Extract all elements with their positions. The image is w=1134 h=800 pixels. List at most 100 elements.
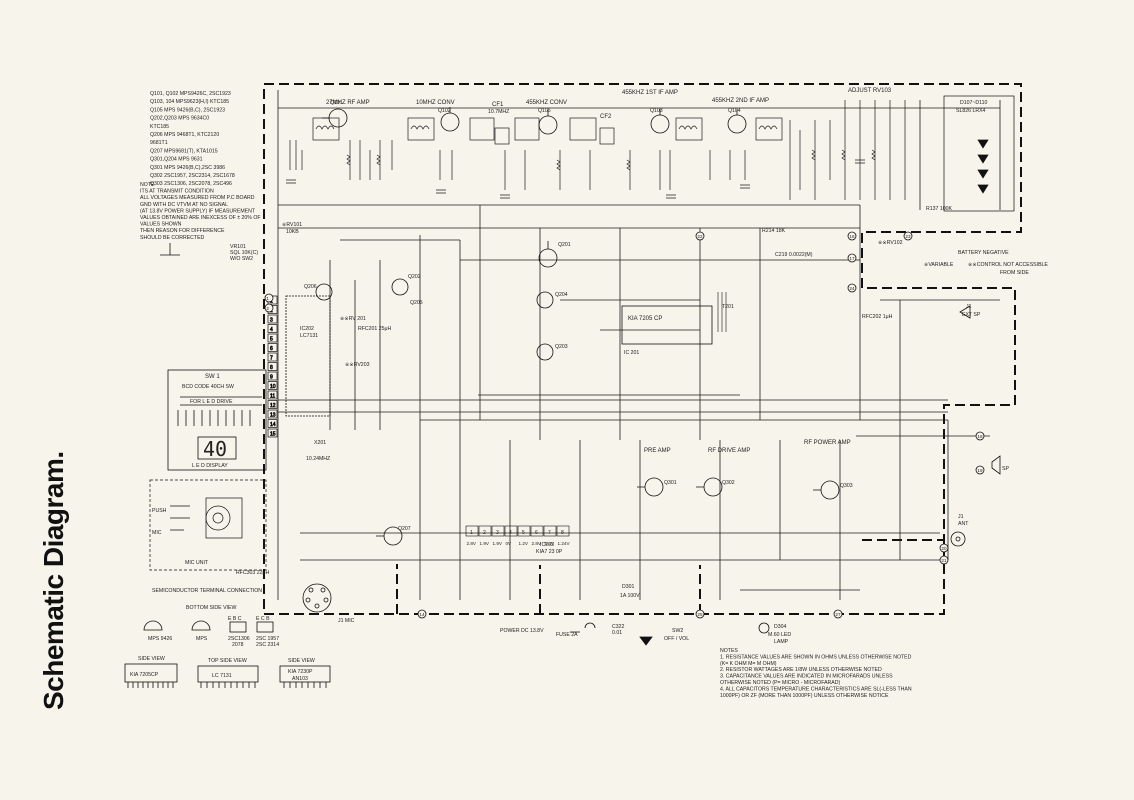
- connector-pin-number: 8: [270, 365, 273, 371]
- stage-rf-power-label: RF POWER AMP: [804, 440, 851, 446]
- mic-label: MIC: [152, 530, 162, 536]
- terminal-circle: [417, 609, 427, 619]
- connector-pin-number: 6: [270, 346, 273, 352]
- ic203-pin: [530, 525, 544, 537]
- measurement-note-line: VALUES OBTAINED ARE INEXCESS OF ± 20% OF: [140, 215, 261, 221]
- stage-conv1-label: 10MHZ CONV: [416, 100, 455, 106]
- package-4-label: 2SC 1957: [256, 636, 279, 642]
- measurement-note-line: (AT 13.8V POWER SUPPLY) IF MEASUREMENT: [140, 208, 256, 214]
- connector-pin: [267, 409, 278, 419]
- ic203-pin-voltage: 0V: [506, 541, 513, 546]
- chip-1-label: KIA 7205CP: [130, 672, 159, 678]
- semiconductor-list-line: KTC185: [150, 124, 169, 130]
- package-3-label: 2SC1306: [228, 636, 250, 642]
- ic203-pin-number: 6: [535, 530, 538, 536]
- note-line: 3. CAPACITANCE VALUES ARE INDICATED IN M…: [720, 674, 893, 680]
- connector-pin: [267, 419, 278, 428]
- ic203-pin-voltage: 2.8V: [467, 541, 477, 546]
- ic203-pin: [517, 525, 531, 537]
- c322-label: C322: [612, 624, 625, 630]
- sw1-led-box: [167, 369, 267, 471]
- note-line: 4. ALL CAPACITORS TEMPERATURE CHARACTERI…: [720, 686, 912, 692]
- semiconductor-list-line: Q101, Q102 MPS9426C, 2SC1923: [150, 91, 231, 97]
- speaker-label: SP: [1002, 466, 1009, 472]
- ic203-pin-number: 3: [496, 530, 499, 536]
- connector-pin: [267, 352, 278, 362]
- note-line: (K= K OHM M= M OHM): [720, 661, 777, 667]
- package-4b-label: 2SC 2314: [256, 642, 279, 648]
- d304-label: D304: [774, 624, 787, 630]
- terminal-number: 1: [266, 296, 269, 301]
- vr101-value: SQL 10K(C): [230, 250, 258, 256]
- led-array: [943, 95, 1015, 212]
- power-dc-label: POWER DC 13.8V: [500, 628, 544, 634]
- page-title: Schematic Diagram.: [38, 451, 69, 710]
- connector-pin: [267, 371, 278, 381]
- mic-unit-label: MIC UNIT: [185, 560, 209, 566]
- measurement-note-line: NOTE: [140, 182, 155, 188]
- terminal-number: 2: [266, 306, 269, 311]
- vr101-switch: W/O SW2: [230, 256, 253, 262]
- ic202-part-label: LC7131: [300, 333, 318, 339]
- terminal-number: 14: [419, 612, 425, 617]
- terminal-circle: [847, 231, 857, 241]
- semiconductor-list-line: Q301,Q204 MPS 9631: [150, 157, 203, 163]
- vr101-label: VR101: [230, 244, 246, 250]
- ic202-label: IC202: [300, 326, 314, 332]
- q201-label: Q201: [558, 242, 571, 248]
- note-line: 2. RESISTOR WATTAGES ARE 1/8W UNLESS OTH…: [720, 667, 882, 673]
- x201-freq-label: 10.24MHZ: [306, 456, 330, 462]
- rv201-label: ※※RV 201: [340, 316, 366, 322]
- q202-label: Q202: [408, 274, 421, 280]
- terminal-heading: SEMICONDUCTOR TERMINAL CONNECTION: [152, 588, 262, 594]
- stage-cf1-freq: 10.7MHZ: [488, 109, 509, 115]
- connector-pin-number: 4: [270, 327, 273, 333]
- connector-pin-number: 3: [270, 318, 273, 324]
- q206-label: Q206: [304, 284, 317, 290]
- measurement-note-line: GND WITH DC VTVM AT NO SIGNAL: [140, 202, 228, 208]
- terminal-circle: [939, 543, 949, 553]
- rv203-label: ※※RV203: [345, 362, 370, 368]
- r214-label: R214 18K: [762, 228, 786, 234]
- fuse-label: FUSE 2A: [556, 632, 578, 638]
- q203-label: Q203: [555, 344, 568, 350]
- legend-variable: ※VARIABLE: [924, 262, 954, 268]
- rv102-label: ※※RV102: [878, 240, 903, 246]
- output-hardware: [160, 243, 1001, 646]
- terminal-number: 19: [977, 468, 983, 473]
- legend-control-2: FROM SIDE: [1000, 270, 1029, 276]
- q105-label: Q105: [538, 108, 551, 114]
- d301-label: D301: [622, 584, 635, 590]
- ic203-pin-voltage: 1.2V: [519, 541, 529, 546]
- sw1-label: SW 1: [205, 374, 220, 380]
- connector-pin-number: 11: [270, 394, 275, 400]
- bottom-view-label: BOTTOM SIDE VIEW: [186, 605, 236, 611]
- connector-pin-number: 15: [270, 432, 276, 438]
- chip-3-label: KIA 7230P: [288, 669, 313, 675]
- ic203-pin-voltage: 5.3V: [545, 541, 555, 546]
- connector-pin-number: 14: [270, 422, 276, 428]
- ic203-pin: [491, 525, 505, 537]
- ic203-pin: [556, 525, 570, 537]
- terminal-number: 23: [905, 234, 911, 239]
- mic-connector: [302, 583, 332, 613]
- mic-jack-label: J1 MIC: [338, 618, 355, 624]
- rfc202-label: RFC202 1μH: [862, 314, 893, 320]
- led-display-digits: 40: [203, 437, 227, 461]
- note-line: 1000PF) OR ZF (MORE THAN 1000PF) UNLESS …: [720, 693, 889, 699]
- top-side-view-label: TOP SIDE VIEW: [208, 658, 247, 664]
- ic203-pin-voltage: 1.9V: [480, 541, 490, 546]
- mic-unit-box: [149, 479, 267, 571]
- terminal-number: 25: [697, 612, 703, 617]
- semiconductor-list-line: Q206 MPS 9468T1, KTC2120: [150, 132, 219, 138]
- measurement-note-line: THEN REASON FOR DIFFERENCE: [140, 228, 225, 234]
- antenna-label: ANT: [958, 521, 969, 527]
- ic203-pin-voltage: 2.8V: [532, 541, 542, 546]
- terminal-number: 27: [835, 612, 841, 617]
- sw1-sub-label: BCD CODE 40CH SW: [182, 384, 234, 390]
- ic203-pin-number: 4: [509, 530, 512, 536]
- stage-if1-label: 455KHZ 1ST IF AMP: [622, 90, 678, 96]
- terminal-number: 18: [977, 434, 983, 439]
